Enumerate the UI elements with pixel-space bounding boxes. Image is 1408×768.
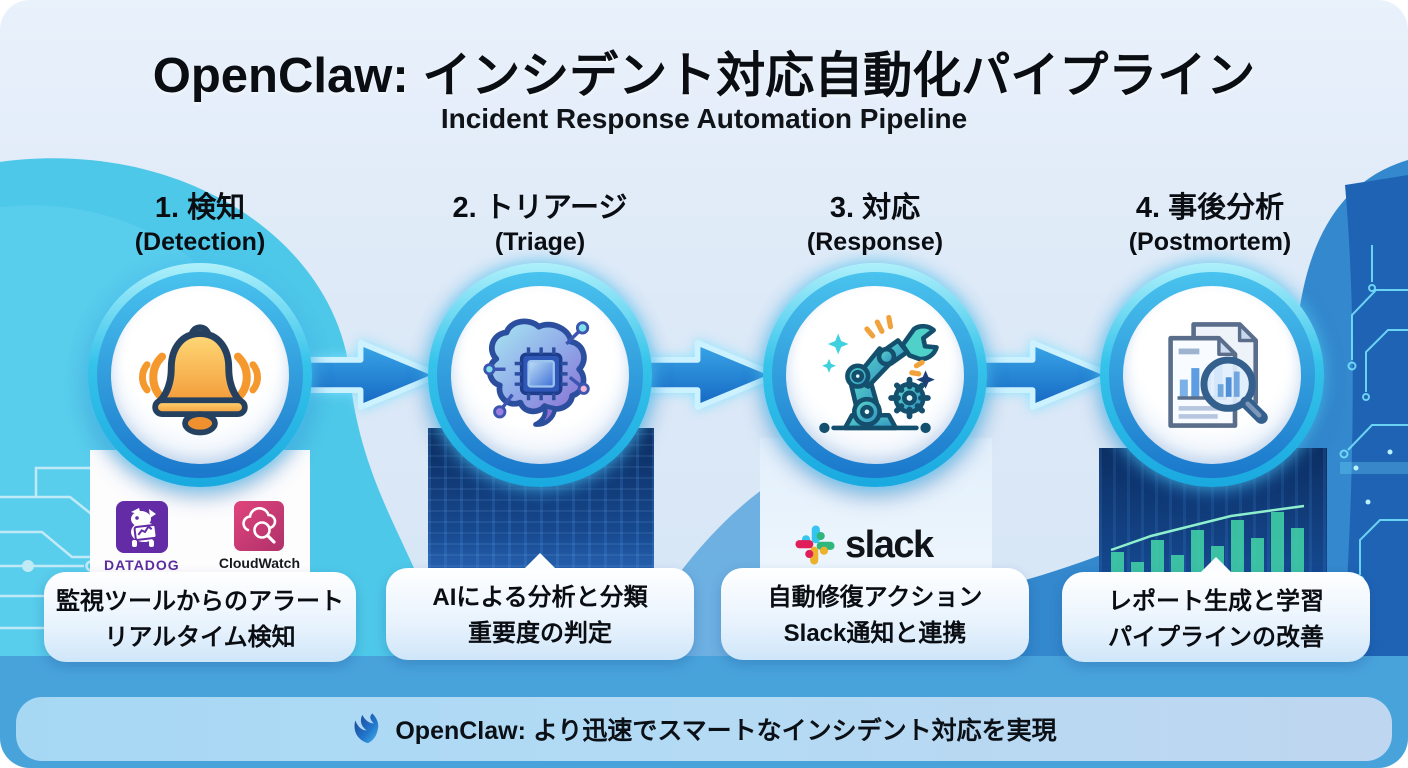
- stage-4-label-en: (Postmortem): [1128, 228, 1292, 256]
- datadog-label: DATADOG: [104, 557, 180, 573]
- pipeline-arrow-1: [300, 339, 442, 411]
- stage-4-caption: レポート生成と学習 パイプラインの改善: [1062, 557, 1370, 662]
- stage-4-header: 4. 事後分析 (Postmortem): [1050, 184, 1370, 257]
- stage-2-label-en: (Triage): [494, 228, 586, 256]
- stage-3-caption-line1: 自動修復アクション: [767, 584, 983, 611]
- stage-3-label-jp: 3. 対応: [829, 192, 921, 224]
- openclaw-logo-icon: [354, 713, 379, 744]
- alert-bell-icon: [139, 324, 261, 436]
- stage-3-caption-line2: Slack通知と連携: [783, 620, 967, 647]
- footer-bar: OpenClaw: より迅速でスマートなインシデント対応を実現: [16, 697, 1392, 761]
- stage-3-header: 3. 対応 (Response): [715, 184, 1035, 257]
- stage-4-circle: [1100, 263, 1324, 487]
- stage-4-caption-line2: パイプラインの改善: [1108, 624, 1324, 651]
- slack-icon: [795, 525, 835, 565]
- datadog-icon: [115, 501, 168, 553]
- stage-2-caption-line2: 重要度の判定: [468, 620, 612, 647]
- stage-4-label-jp: 4. 事後分析: [1135, 192, 1285, 224]
- stage-2-caption: AIによる分析と分類 重要度の判定: [386, 553, 694, 660]
- stage-1-label-en: (Detection): [134, 228, 266, 256]
- slack-label: slack: [845, 523, 934, 566]
- stage-4-caption-line1: レポート生成と学習: [1108, 588, 1324, 615]
- robot-arm-wrench-icon: [819, 314, 939, 434]
- stage-3-circle: [763, 263, 987, 487]
- stage-3-caption: 自動修復アクション Slack通知と連携: [721, 568, 1029, 660]
- datadog-logo: DATADOG: [104, 500, 180, 573]
- stage-1-caption-line1: 監視ツールからのアラート: [56, 588, 344, 615]
- circuit-traces-right: [1339, 245, 1408, 585]
- stage-1-label-jp: 1. 検知: [154, 192, 246, 224]
- report-magnifier-icon: [1168, 322, 1268, 428]
- stage-3-label-en: (Response): [806, 228, 944, 256]
- stage-1-circle: [88, 263, 312, 487]
- monitoring-tools-row: DATADOG CloudWatch: [104, 500, 300, 573]
- stage-2-header: 2. トリアージ (Triage): [380, 184, 700, 257]
- stage-1-caption: 監視ツールからのアラート リアルタイム検知: [44, 572, 356, 662]
- cloudwatch-logo: CloudWatch: [219, 500, 300, 573]
- ai-brain-chip-icon: [483, 318, 590, 427]
- page-subtitle: Incident Response Automation Pipeline: [440, 103, 968, 134]
- page-title: OpenClaw: インシデント対応自動化パイプライン: [152, 49, 1256, 103]
- stage-2-circle: [428, 263, 652, 487]
- stage-1-caption-line2: リアルタイム検知: [104, 624, 296, 651]
- stage-2-label-jp: 2. トリアージ: [452, 192, 628, 224]
- cloudwatch-label: CloudWatch: [218, 555, 300, 571]
- pipeline-arrow-3: [972, 339, 1114, 411]
- pipeline-arrow-2: [637, 339, 779, 411]
- stage-1-header: 1. 検知 (Detection): [40, 184, 360, 257]
- slack-logo: slack: [793, 520, 963, 570]
- footer-tagline: OpenClaw: より迅速でスマートなインシデント対応を実現: [395, 717, 1057, 745]
- cloudwatch-icon: [234, 501, 285, 551]
- stage-2-caption-line1: AIによる分析と分類: [432, 584, 648, 611]
